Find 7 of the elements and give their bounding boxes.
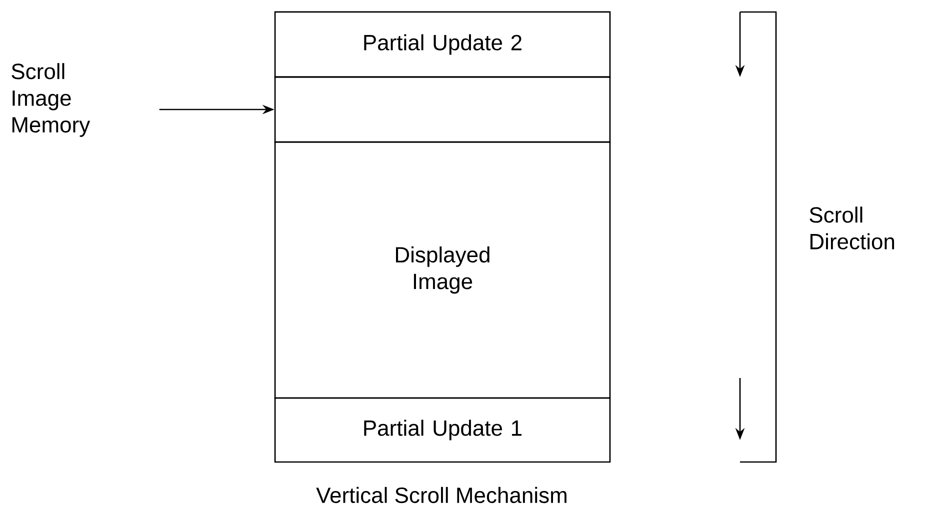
caption: Vertical Scroll Mechanism [316,486,566,504]
text-label: Scroll Direction [810,206,894,250]
memory-block: Displayed Image [274,141,611,399]
memory-block [274,76,611,143]
memory-block: Partial Update 1 [274,397,611,463]
memory-block: Partial Update 2 [274,11,611,78]
text-label: Scroll Image Memory [12,63,90,137]
